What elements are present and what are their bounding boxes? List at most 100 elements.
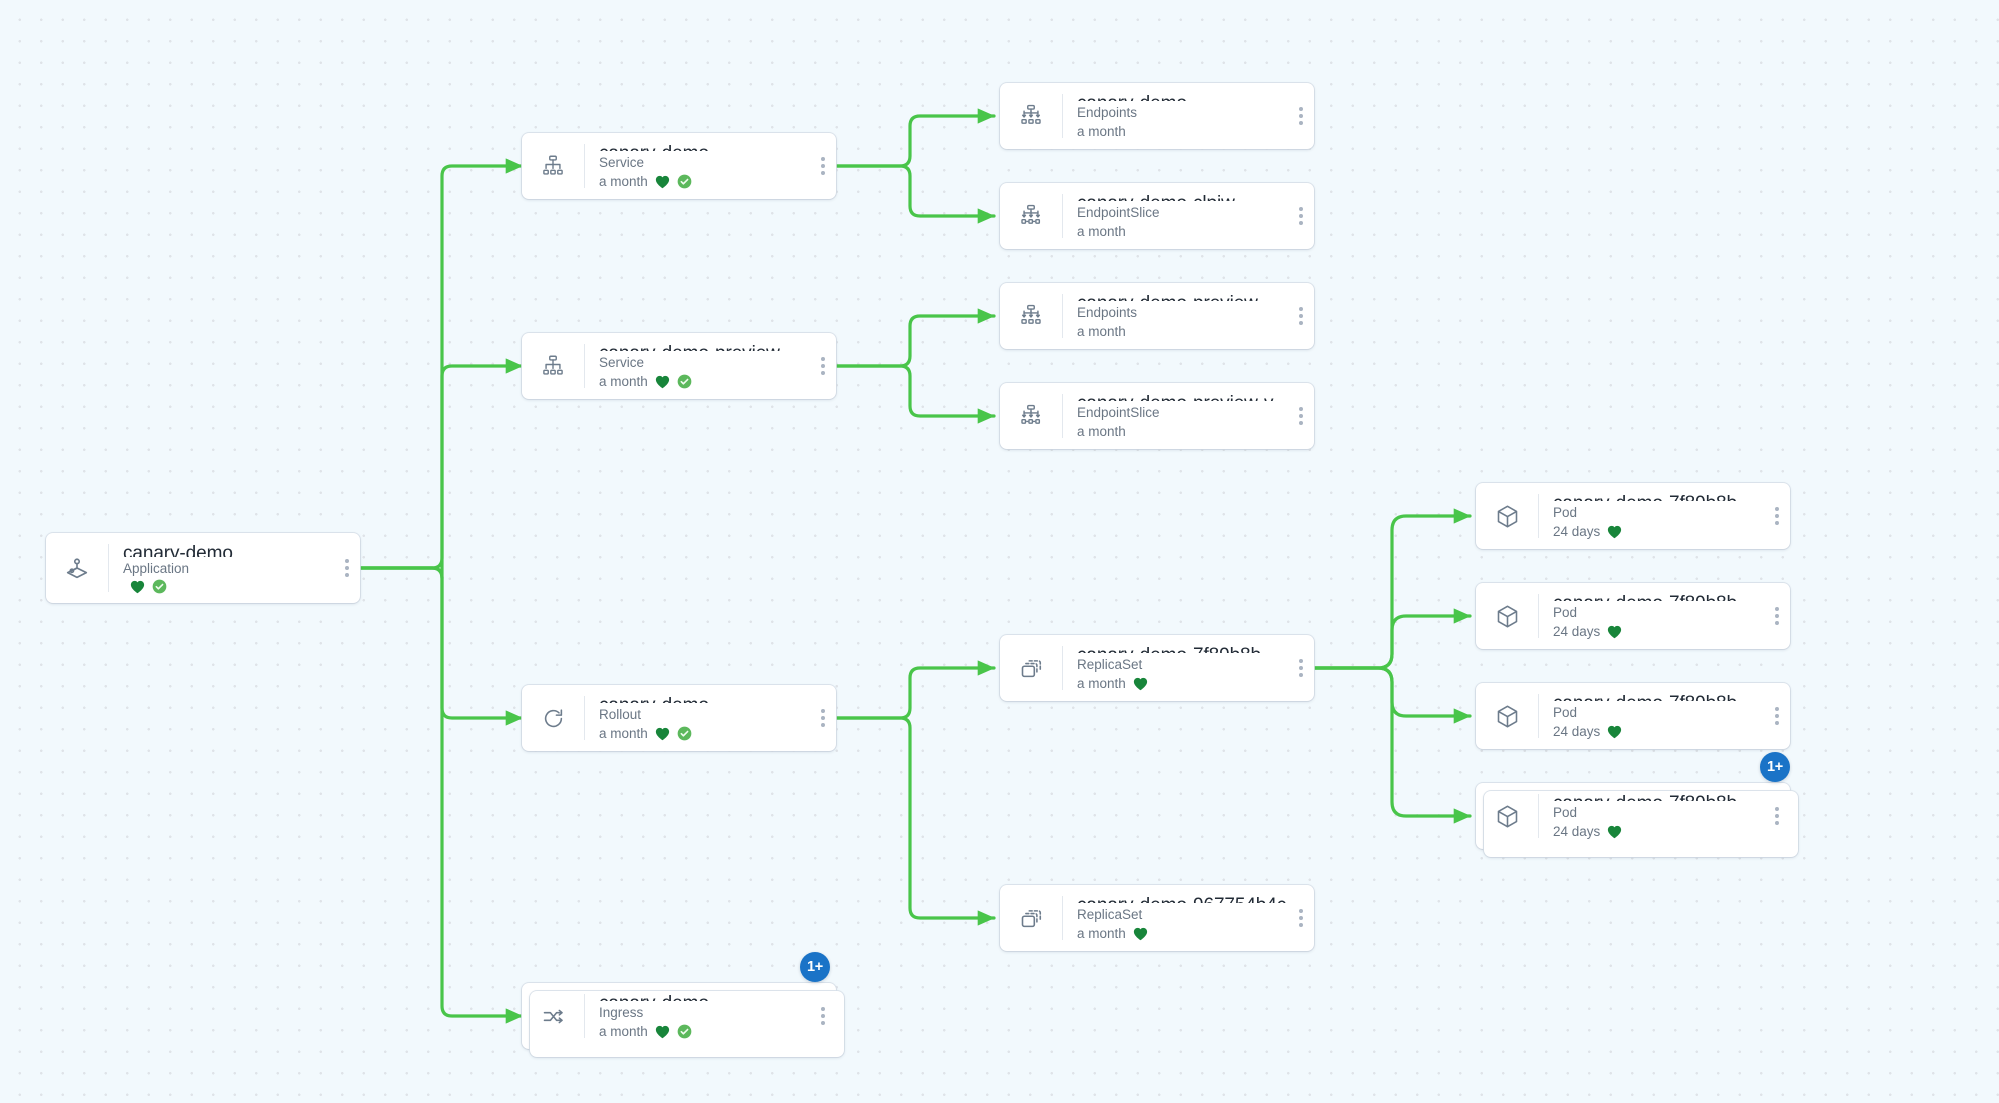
node-age: 24 days: [1553, 524, 1601, 539]
pod-cube-icon: [1476, 483, 1538, 549]
healthy-heart-icon: [655, 727, 670, 741]
pod-cube-icon: [1476, 683, 1538, 749]
node-kind: Ingress: [599, 1005, 644, 1020]
node-service-canary-demo-preview[interactable]: canary-demo-preview Service a month: [522, 333, 836, 399]
node-divider: [1062, 294, 1063, 338]
synced-check-icon: [677, 174, 692, 189]
replicaset-stack-icon: [1000, 635, 1062, 701]
argo-application-icon: [46, 533, 108, 603]
synced-check-icon: [677, 726, 692, 741]
node-kind: ReplicaSet: [1077, 907, 1143, 922]
node-divider: [1538, 594, 1539, 638]
node-pod-2[interactable]: canary-demo-7f89b8b97... Pod 24 days: [1476, 583, 1790, 649]
node-endpoints-canary-demo-preview[interactable]: canary-demo-preview Endpoints a month: [1000, 283, 1314, 349]
healthy-heart-icon: [655, 175, 670, 189]
node-title: canary-demo-7f89b8b97...: [1553, 492, 1764, 501]
node-pod-3[interactable]: canary-demo-7f89b8b97... Pod 24 days: [1476, 683, 1790, 749]
node-age: a month: [599, 174, 648, 189]
node-endpointslice-canary-demo-preview[interactable]: canary-demo-preview-v... EndpointSlice a…: [1000, 383, 1314, 449]
node-rollout-canary-demo[interactable]: canary-demo Rollout a month: [522, 685, 836, 751]
kebab-menu-icon[interactable]: [1288, 885, 1314, 951]
kebab-menu-icon[interactable]: [810, 333, 836, 399]
node-title: canary-demo-967754b4c: [1077, 894, 1288, 903]
node-ingress-canary-demo[interactable]: canary-demo Ingress a month: [522, 983, 844, 1057]
kebab-menu-icon[interactable]: [1764, 583, 1790, 649]
synced-check-icon: [677, 1024, 692, 1039]
pod-cube-icon: [1476, 783, 1538, 849]
node-title: canary-demo: [599, 694, 810, 703]
node-divider: [108, 544, 109, 592]
kebab-menu-icon[interactable]: [810, 133, 836, 199]
healthy-heart-icon: [1133, 927, 1148, 941]
node-service-canary-demo[interactable]: canary-demo Service a month: [522, 133, 836, 199]
kebab-menu-icon[interactable]: [1288, 83, 1314, 149]
node-kind: Pod: [1553, 605, 1578, 620]
pod-overflow-badge[interactable]: 1+: [1760, 752, 1790, 782]
kebab-menu-icon[interactable]: [334, 533, 360, 603]
node-divider: [1062, 94, 1063, 138]
node-kind: Rollout: [599, 707, 642, 722]
node-age: a month: [1077, 676, 1126, 691]
node-kind: Endpoints: [1077, 105, 1138, 120]
node-kind: Pod: [1553, 705, 1578, 720]
node-title: canary-demo: [123, 543, 233, 557]
node-title: canary-demo: [599, 992, 810, 1001]
node-age: a month: [1077, 224, 1126, 239]
node-divider: [1538, 694, 1539, 738]
node-kind: Application: [123, 561, 190, 576]
node-kind: Service: [599, 355, 645, 370]
node-divider: [584, 696, 585, 740]
healthy-heart-icon: [1607, 725, 1622, 739]
endpointslice-icon: [1000, 183, 1062, 249]
node-title: canary-demo-preview-v...: [1077, 392, 1288, 401]
pod-cube-icon: [1476, 583, 1538, 649]
node-kind: EndpointSlice: [1077, 205, 1160, 220]
node-kind: EndpointSlice: [1077, 405, 1160, 420]
replicaset-stack-icon: [1000, 885, 1062, 951]
node-divider: [584, 994, 585, 1038]
node-age: 24 days: [1553, 624, 1601, 639]
node-age: 24 days: [1553, 824, 1601, 839]
node-endpointslice-canary-demo-clpjw[interactable]: canary-demo-clpjw EndpointSlice a month: [1000, 183, 1314, 249]
node-title: canary-demo: [599, 142, 810, 151]
node-kind: Pod: [1553, 505, 1578, 520]
healthy-heart-icon: [655, 1025, 670, 1039]
synced-check-icon: [677, 374, 692, 389]
kebab-menu-icon[interactable]: [1288, 635, 1314, 701]
ingress-overflow-badge[interactable]: 1+: [800, 952, 830, 982]
kebab-menu-icon[interactable]: [1764, 783, 1790, 849]
kebab-menu-icon[interactable]: [1764, 483, 1790, 549]
node-title: canary-demo-7f89b8b97...: [1553, 592, 1764, 601]
node-kind: Endpoints: [1077, 305, 1138, 320]
node-replicaset-7f89b8b978[interactable]: canary-demo-7f89b8b978 ReplicaSet a mont…: [1000, 635, 1314, 701]
node-age: a month: [1077, 124, 1126, 139]
kebab-menu-icon[interactable]: [1764, 683, 1790, 749]
kebab-menu-icon[interactable]: [1288, 383, 1314, 449]
node-pod-1[interactable]: canary-demo-7f89b8b97... Pod 24 days: [1476, 483, 1790, 549]
node-endpoints-canary-demo[interactable]: canary-demo Endpoints a month: [1000, 83, 1314, 149]
healthy-heart-icon: [130, 580, 145, 594]
node-kind: Pod: [1553, 805, 1578, 820]
node-divider: [1062, 646, 1063, 690]
node-age: a month: [1077, 324, 1126, 339]
node-divider: [584, 344, 585, 388]
kebab-menu-icon[interactable]: [1288, 183, 1314, 249]
node-age: a month: [599, 726, 648, 741]
healthy-heart-icon: [1607, 825, 1622, 839]
node-divider: [1062, 896, 1063, 940]
node-divider: [584, 144, 585, 188]
node-divider: [1538, 794, 1539, 838]
kebab-menu-icon[interactable]: [810, 983, 836, 1049]
node-age: a month: [1077, 926, 1126, 941]
synced-check-icon: [152, 579, 167, 594]
kebab-menu-icon[interactable]: [810, 685, 836, 751]
healthy-heart-icon: [1133, 677, 1148, 691]
healthy-heart-icon: [1607, 625, 1622, 639]
endpoints-icon: [1000, 283, 1062, 349]
node-pod-4[interactable]: canary-demo-7f89b8b97... Pod 24 days: [1476, 783, 1798, 857]
healthy-heart-icon: [655, 375, 670, 389]
node-replicaset-967754b4c[interactable]: canary-demo-967754b4c ReplicaSet a month: [1000, 885, 1314, 951]
kebab-menu-icon[interactable]: [1288, 283, 1314, 349]
node-title: canary-demo: [1077, 92, 1288, 101]
node-application-canary-demo[interactable]: canary-demo Application: [46, 533, 360, 603]
